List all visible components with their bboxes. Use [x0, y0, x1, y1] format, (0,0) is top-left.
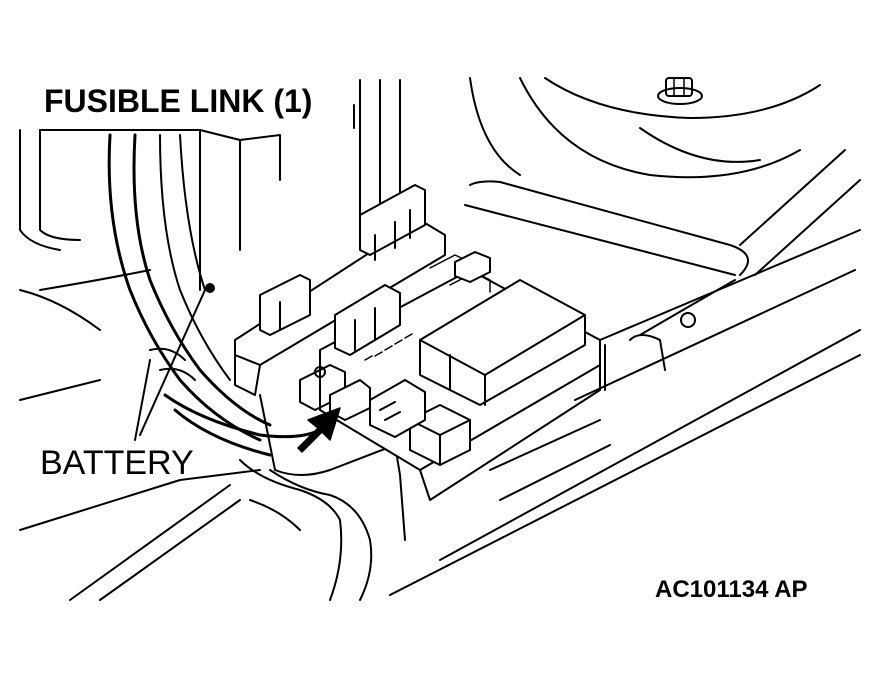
fusible-link-arrow [297, 407, 341, 453]
relay-box [234, 184, 601, 541]
leader-lines [134, 104, 355, 441]
battery-terminal-dot [205, 283, 215, 293]
fusible-link-label: FUSIBLE LINK (1) [44, 83, 312, 119]
left-side-housings [19, 79, 401, 601]
engine-compartment-outline [389, 77, 861, 596]
battery-label: BATTERY [40, 444, 194, 482]
figure-code-label: AC101134 AP [655, 576, 808, 603]
battery-cable-harness [107, 133, 373, 601]
